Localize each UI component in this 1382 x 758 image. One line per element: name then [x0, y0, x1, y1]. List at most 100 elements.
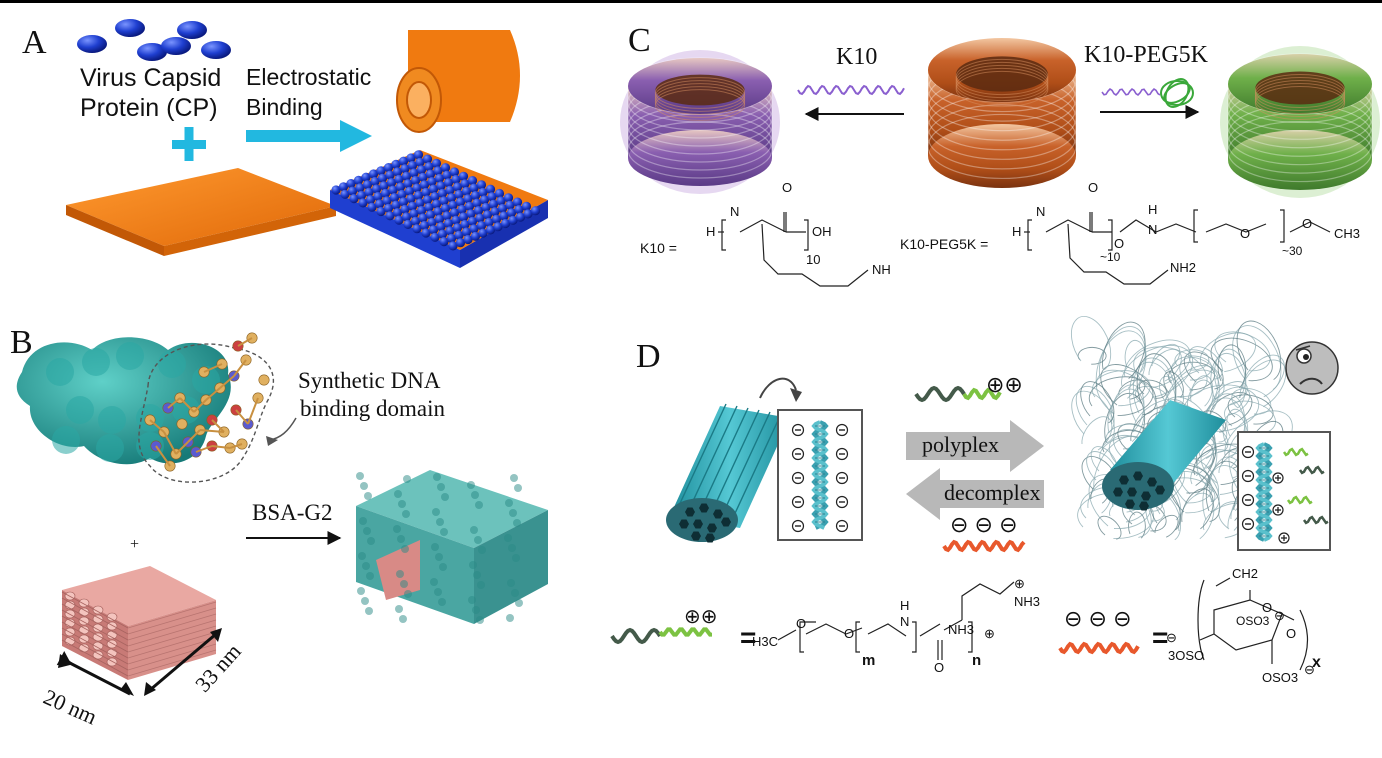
capsid-dot: [401, 171, 412, 181]
capsid-dot: [356, 190, 367, 200]
capsid-dot: [503, 193, 514, 203]
peg-strand: [1242, 354, 1285, 398]
capsid-dot: [358, 198, 368, 208]
capsid-dot: [365, 195, 376, 205]
capsid-dot: [431, 158, 442, 168]
dex-oso3-bottom: OSO3: [1262, 670, 1299, 685]
protein-surface-bump: [136, 432, 164, 460]
bundle-hex: [1147, 477, 1157, 487]
coat-protein-dot: [361, 597, 369, 605]
bundle-end: [1102, 462, 1174, 510]
capsid-dot: [386, 178, 397, 188]
capsid-protein: [161, 37, 191, 55]
rod-line: [61, 591, 129, 629]
capsid-dot: [463, 194, 473, 204]
coat-protein-dot: [468, 596, 476, 604]
coat-protein-dot: [515, 599, 523, 607]
capsid-dot: [368, 169, 379, 179]
coat-protein-dot: [507, 579, 515, 587]
panel-d: [610, 316, 1339, 671]
peg-strand: [1095, 330, 1147, 399]
capsid-dot: [485, 225, 496, 235]
coat-protein-dot: [436, 518, 444, 526]
peg-strand: [1236, 320, 1282, 380]
decomplex-label: decomplex: [944, 480, 1041, 505]
dendron-bond: [199, 429, 225, 433]
capsid-dot: [398, 156, 409, 166]
peg-coil-icon: [1160, 78, 1194, 108]
ring-peg-coated: [1220, 46, 1380, 198]
coat-protein-dot: [366, 572, 374, 580]
k10-structure-bonds: [718, 212, 869, 287]
origami-bundle-bare: [666, 403, 790, 543]
k10peg-n-link: N: [1148, 222, 1158, 237]
capsid-dot: [401, 212, 412, 222]
capsid-dot: [439, 237, 449, 247]
capsid-dot: [499, 211, 509, 221]
capsid-dot: [443, 218, 454, 228]
k10peg-o-ether: O: [1302, 216, 1313, 231]
coat-protein-dot: [439, 563, 447, 571]
bundle-hex: [1119, 475, 1129, 485]
k10peg-sub10: ~10: [1100, 250, 1121, 264]
rod-line: [127, 613, 217, 641]
dex-o-ring: O: [1262, 600, 1273, 615]
dna-strand: [1255, 442, 1273, 542]
peg-strand: [1071, 390, 1115, 444]
capsid-dot: [361, 172, 371, 182]
ring-inner-stripe: [654, 86, 746, 118]
bundle-hex: [705, 533, 715, 543]
peg-h: H: [900, 598, 910, 613]
capsid-dot: [383, 163, 394, 173]
capsid-dot: [454, 230, 464, 240]
bundle-body: [670, 406, 790, 528]
capsid-dot: [472, 198, 482, 208]
capsid-dot: [494, 188, 505, 199]
k10-h: H: [706, 224, 716, 239]
capsid-dot: [349, 194, 359, 204]
capsid-dot: [457, 204, 467, 215]
capsid-dot: [446, 193, 457, 203]
capsid-dot: [455, 197, 466, 207]
capsid-dot: [427, 217, 437, 227]
capsid-dot: [506, 208, 517, 218]
capsid-dot: [421, 228, 431, 238]
coat-protein-dot: [470, 526, 478, 534]
capsid-dot: [353, 175, 364, 185]
panel-b: [16, 332, 548, 696]
coat-protein-dot: [472, 606, 480, 614]
ring-inner-stripe: [955, 58, 1049, 96]
peg-strand: [1214, 331, 1271, 372]
domain-pointer-head: [266, 436, 278, 446]
capsid-dot: [493, 222, 503, 232]
dex-oso-left: 3OSO: [1168, 648, 1205, 663]
coat-protein-dot: [356, 472, 364, 480]
capsid-dot: [425, 210, 436, 220]
capsid-dot: [415, 198, 425, 208]
ring-bottom: [928, 124, 1076, 188]
capsid-dot: [512, 197, 523, 207]
capsid-dot: [475, 213, 485, 223]
bundle-hex: [1113, 487, 1123, 497]
capsid-dot: [433, 166, 443, 176]
bundle-hex: [707, 523, 717, 533]
dendron-bond: [149, 419, 165, 433]
peg-lysine-structure-bonds: [777, 581, 1015, 660]
capsid-dot: [425, 169, 436, 179]
peg-strand: [1163, 371, 1184, 398]
peg-strand: [1159, 375, 1184, 408]
bundle-rod-line: [730, 413, 782, 523]
capsid-dot: [523, 209, 533, 219]
bundle-side: [128, 600, 216, 680]
coat-protein-dot: [510, 474, 518, 482]
capsid-dot: [458, 171, 469, 181]
peg-strand: [1174, 349, 1210, 371]
capsid-dot: [338, 182, 349, 192]
ring-inner-stripe: [955, 64, 1049, 102]
peg-h3c: H3C: [752, 634, 779, 649]
rod-line: [61, 627, 129, 665]
rod-line: [61, 615, 129, 653]
capsid-dot: [476, 180, 487, 190]
coat-protein-dot: [437, 483, 445, 491]
